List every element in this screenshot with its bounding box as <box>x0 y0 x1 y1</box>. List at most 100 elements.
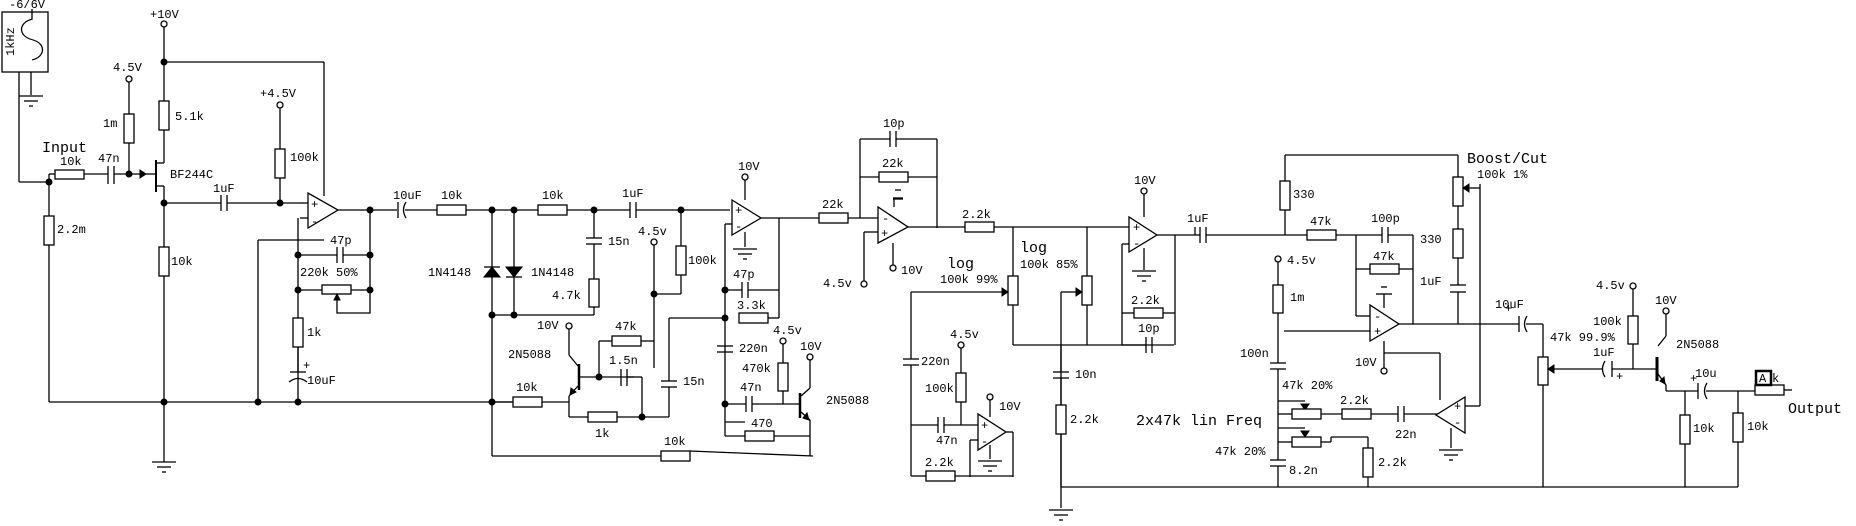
resistor <box>955 372 967 403</box>
probe-marker[interactable] <box>1754 369 1773 387</box>
op-amp-symbol <box>1434 395 1466 435</box>
resistor-label: 100k <box>1593 315 1622 329</box>
resistor <box>964 221 995 233</box>
resistor-label: 47k <box>615 320 637 334</box>
resistor-label: 47k <box>1373 250 1395 264</box>
resistor <box>537 204 568 216</box>
supply-label: 10V <box>901 264 923 278</box>
resistor-label: 10k <box>664 435 686 449</box>
resistor-label: 1k <box>595 427 609 441</box>
sine-wave-icon <box>20 9 44 61</box>
resistor <box>675 245 687 276</box>
resistor <box>588 278 600 308</box>
potentiometer-label: 100k 85% <box>1020 258 1078 272</box>
gain-stage: + - 47p 220k 50% 1k + 10uF <box>254 191 374 406</box>
minus-sign: - <box>1454 416 1461 430</box>
input-stage: Input 10k 47n 4.5V 1m 2.2m BF244C +10V 5… <box>19 8 325 473</box>
potentiometer <box>1081 275 1093 306</box>
resistor-label: 10k <box>441 189 463 203</box>
probe-suffix-label: k <box>1772 372 1779 386</box>
potentiometer-label: 47k 99.9% <box>1550 331 1616 345</box>
supply-label: 10V <box>537 319 559 333</box>
potentiometer <box>1291 408 1322 420</box>
op-amp-symbol <box>1128 215 1159 254</box>
resistor <box>611 335 642 347</box>
capacitor-label: 10uF <box>307 374 336 388</box>
capacitor-label: 1uF <box>1420 275 1442 289</box>
minus-sign: - <box>981 435 988 449</box>
resistor <box>660 450 691 462</box>
resistor-label: 10k <box>1693 422 1715 436</box>
capacitor-label: 10p <box>1138 322 1160 336</box>
resistor-label: 2.2k <box>925 456 954 470</box>
resistor-label: 10k <box>542 189 564 203</box>
plus-sign: + <box>1454 400 1461 414</box>
resistor <box>1732 412 1744 443</box>
ground-icon <box>1131 270 1157 282</box>
polarity-sign: + <box>1616 370 1623 384</box>
resistor-label: 330 <box>1293 188 1315 202</box>
capacitor-label: 220n <box>921 355 950 369</box>
boost-cut-label: Boost/Cut <box>1467 151 1548 168</box>
resistor-label: 330 <box>1420 233 1442 247</box>
resistor-label: 100k <box>925 382 954 396</box>
resistor <box>54 169 85 180</box>
supply-label: 4.5V <box>113 61 143 75</box>
supply-label: 10V <box>738 160 760 174</box>
resistor <box>274 148 286 179</box>
polarity-sign: + <box>303 359 310 373</box>
input-label: Input <box>42 140 87 157</box>
potentiometer-label: 100k 99% <box>940 273 998 287</box>
tone-stage: 10k 1uF 15n 4.7k 4.5v 100k 10V 2N5088 <box>492 187 814 462</box>
resistor <box>158 100 170 131</box>
resistor-label: 1m <box>1290 291 1304 305</box>
op-amp-symbol <box>977 412 1008 452</box>
resistor-label: 1m <box>103 117 117 131</box>
resistor <box>1272 284 1284 314</box>
resistor-label: 5.1k <box>175 110 204 124</box>
source-voltage-label: -6/6V <box>9 0 46 12</box>
potentiometer-label: 47k 20% <box>1215 445 1266 459</box>
resistor <box>1679 414 1691 445</box>
capacitor-label: 8.2n <box>1289 464 1318 478</box>
capacitor-label: 15n <box>608 235 630 249</box>
resistor-label: 10k <box>516 381 538 395</box>
plus-sign: + <box>735 204 742 218</box>
resistor <box>158 246 170 277</box>
capacitor-label: 1uF <box>1593 346 1615 360</box>
ground-icon <box>1048 509 1074 521</box>
potentiometer <box>1537 356 1549 386</box>
resistor-label: 2.2k <box>1340 394 1369 408</box>
capacitor-label: 1uF <box>1187 212 1209 226</box>
jfet-label: BF244C <box>170 168 213 182</box>
capacitor-label: 100p <box>1371 212 1400 226</box>
resistor <box>1362 447 1374 478</box>
op-amp-symbol <box>1369 303 1401 343</box>
capacitor-label: 10uF <box>1495 298 1524 312</box>
capacitor-label: 10uF <box>393 189 422 203</box>
frequency-control-label: 2x47k lin Freq <box>1136 413 1262 430</box>
inverting-stage: 22k 10p 22k - + 4.5v 10V 2.2k <box>800 117 1130 291</box>
supply-label: 10V <box>1655 294 1677 308</box>
resistor <box>43 215 55 246</box>
resistor <box>1279 180 1291 211</box>
diode-icon <box>482 266 502 278</box>
ground-icon <box>18 95 44 107</box>
capacitor-label: 47p <box>330 234 352 248</box>
resistor-label: 100k <box>290 151 319 165</box>
resistor-label: 22k <box>882 157 904 171</box>
supply-label: +10V <box>150 8 180 22</box>
polarity-sign: + <box>1505 302 1512 316</box>
supply-label: +4.5V <box>260 87 297 101</box>
output-buffer: + 10uF 47k 99.9% + 1uF 4.5v 100k 10V 2N5… <box>1495 279 1842 487</box>
resistor <box>878 171 909 183</box>
ground-icon <box>151 461 177 473</box>
supply-label: 4.5v <box>1596 279 1625 293</box>
resistor-label: 2.2m <box>57 223 86 237</box>
resistor-label: 10k <box>171 255 193 269</box>
transistor-label: 2N5088 <box>1676 338 1719 352</box>
resistor <box>1627 315 1639 345</box>
potentiometer <box>1452 176 1464 207</box>
resistor <box>436 204 467 216</box>
capacitor-label: 100n <box>1240 347 1269 361</box>
